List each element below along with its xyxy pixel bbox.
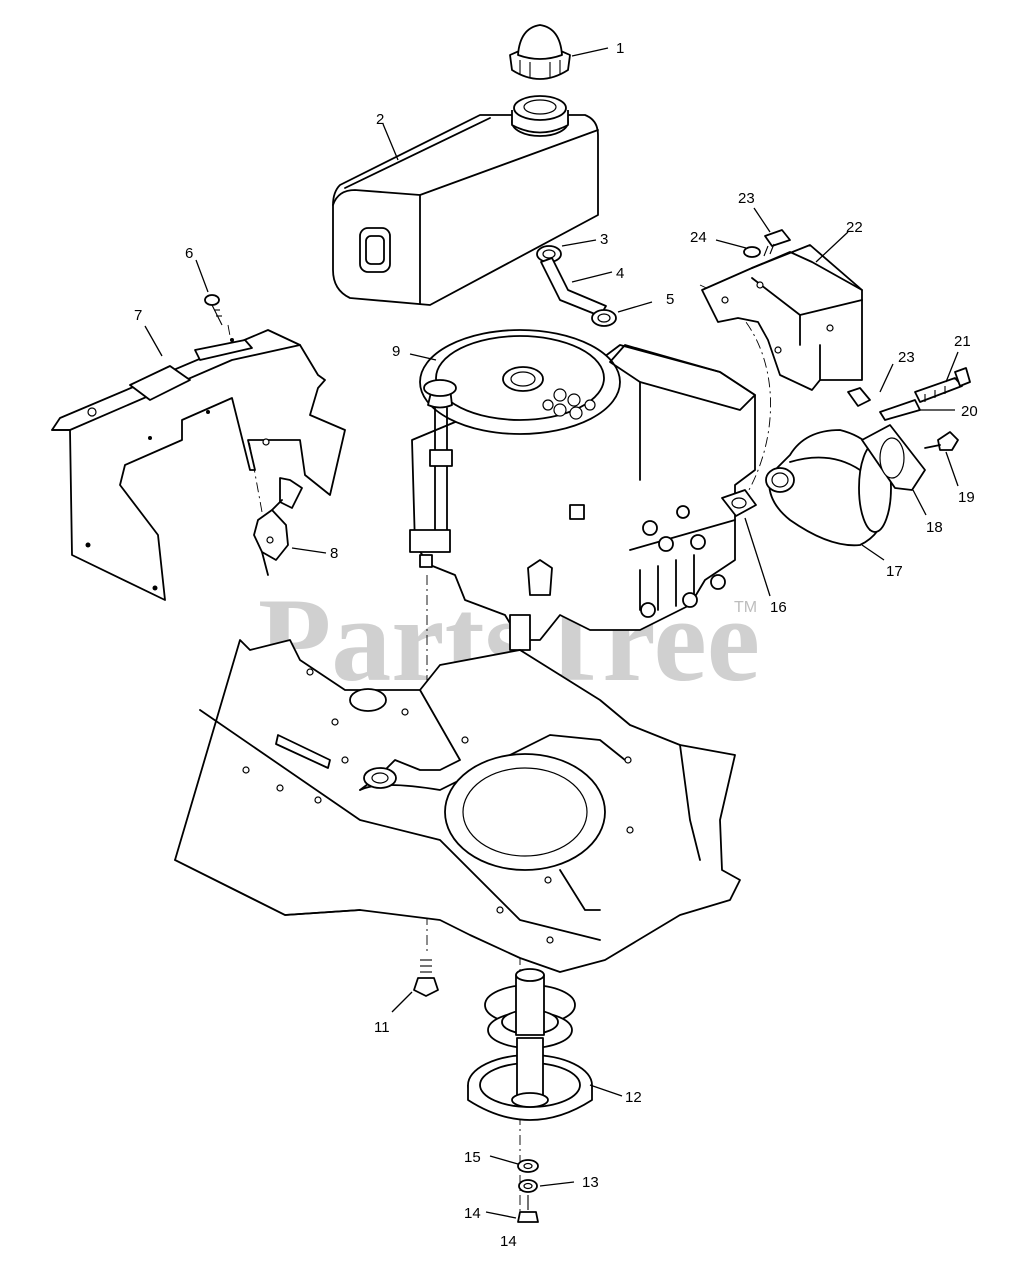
callout-24: 24 <box>690 229 707 246</box>
muffler-gasket[interactable] <box>861 424 926 491</box>
screw-6[interactable] <box>204 294 223 326</box>
watermark-trademark: TM <box>734 599 757 616</box>
callout-21: 21 <box>954 333 971 350</box>
callout-6: 6 <box>185 245 193 262</box>
callout-14a: 14 <box>464 1205 481 1222</box>
callout-3: 3 <box>600 231 608 248</box>
callout-20: 20 <box>961 403 978 420</box>
callout-labels: 1 2 3 4 5 6 7 8 9 11 12 13 14 14 15 16 1… <box>134 40 978 1250</box>
callout-13: 13 <box>582 1174 599 1191</box>
guard-hardware[interactable] <box>743 229 791 258</box>
muffler-guard[interactable] <box>701 244 863 391</box>
callout-22: 22 <box>846 219 863 236</box>
callout-18: 18 <box>926 519 943 536</box>
callout-9: 9 <box>392 343 400 360</box>
dash-panel[interactable] <box>51 329 346 601</box>
pulley-hardware[interactable] <box>517 1159 539 1223</box>
fuel-cap[interactable] <box>509 24 571 80</box>
callout-19: 19 <box>958 489 975 506</box>
fuel-line-assembly[interactable] <box>536 245 617 327</box>
muffler[interactable] <box>765 429 892 547</box>
callout-5: 5 <box>666 291 674 308</box>
callout-11: 11 <box>374 1019 390 1036</box>
engine-pulley[interactable] <box>467 968 593 1121</box>
engine[interactable] <box>409 329 756 651</box>
muffler-bracket-hardware[interactable] <box>847 367 971 421</box>
callout-4: 4 <box>616 265 624 282</box>
callout-8: 8 <box>330 545 338 562</box>
callout-23b: 23 <box>898 349 915 366</box>
bolt-11[interactable] <box>413 959 439 997</box>
callout-7: 7 <box>134 307 142 324</box>
exhaust-gasket[interactable] <box>721 489 757 517</box>
leader-lines <box>144 47 959 1219</box>
callout-14b: 14 <box>500 1233 517 1250</box>
callout-1: 1 <box>616 40 624 57</box>
throttle-control[interactable] <box>253 477 303 576</box>
callout-16: 16 <box>770 599 787 616</box>
callout-12: 12 <box>625 1089 642 1106</box>
callout-2: 2 <box>376 111 384 128</box>
fuel-tank[interactable] <box>332 95 599 306</box>
callout-17: 17 <box>886 563 903 580</box>
bolt-19[interactable] <box>924 431 959 451</box>
callout-15: 15 <box>464 1149 481 1166</box>
callout-23a: 23 <box>738 190 755 207</box>
frame-deck <box>174 639 741 973</box>
